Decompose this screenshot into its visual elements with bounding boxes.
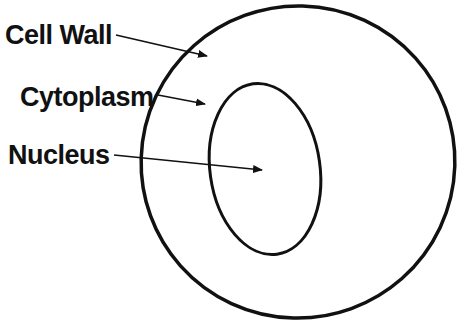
leader-line: [114, 155, 262, 170]
leader-line: [116, 35, 207, 56]
nucleus-outline: [199, 76, 332, 262]
cell-wall-outline: [97, 0, 458, 322]
part-label: Cell Wall: [5, 22, 112, 49]
part-label: Nucleus: [8, 142, 110, 169]
part-label: Cytoplasm: [20, 84, 154, 111]
leader-line: [158, 95, 205, 104]
